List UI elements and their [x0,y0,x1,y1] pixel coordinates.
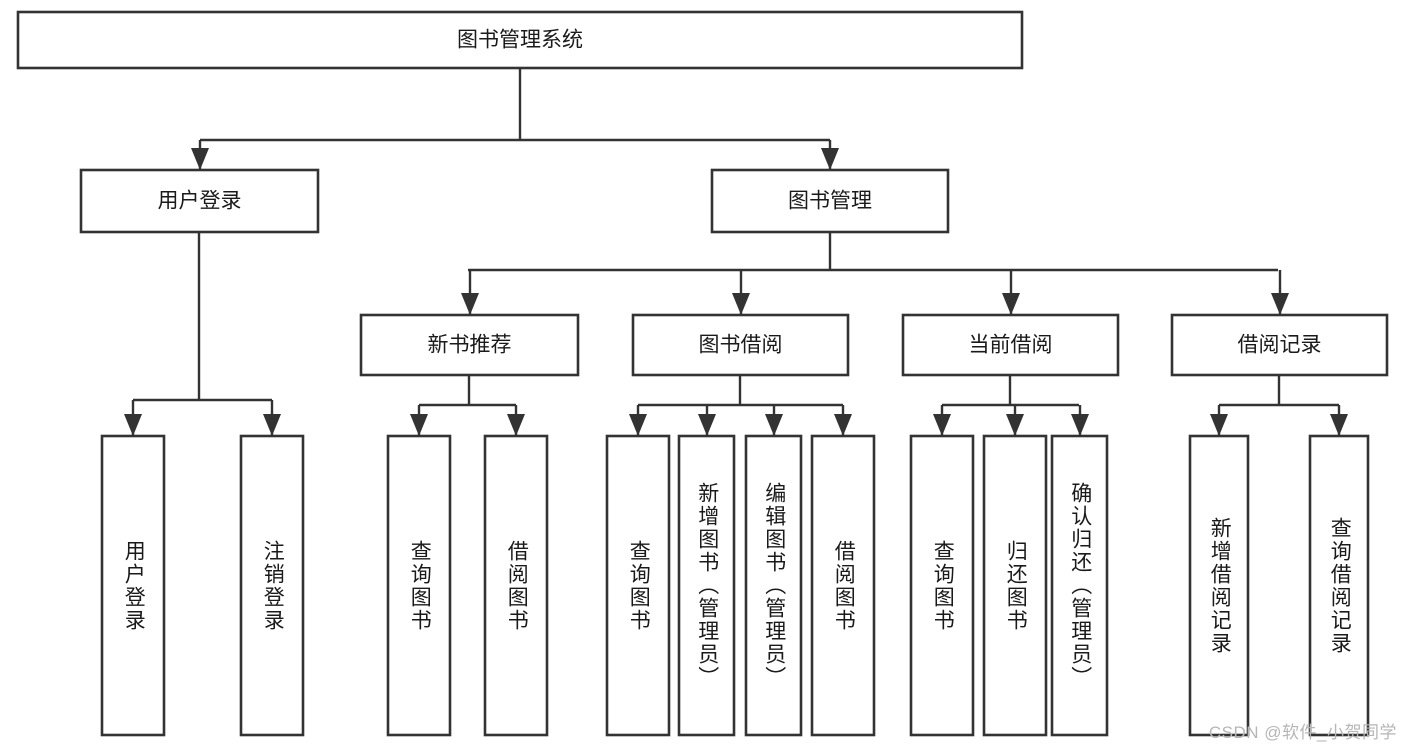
arrow-head-icon [461,293,479,315]
arrow-head-icon [765,414,783,436]
arrow-head-icon [263,414,281,436]
node-box-leaf-user-login[interactable] [100,434,166,737]
arrow-head-icon [1330,414,1348,436]
node-label-book-borrow: 图书借阅 [699,334,783,357]
arrow-head-icon [821,148,839,170]
arrow-head-icon [629,414,647,436]
node-box-leaf-query-borrow-record[interactable] [1308,434,1370,737]
arrow-head-icon [1071,414,1089,436]
arrow-head-icon [1002,293,1020,315]
node-label-new-book-rec: 新书推荐 [428,334,512,357]
arrow-head-icon [1006,414,1024,436]
node-label-user-login: 用户登录 [158,190,242,213]
node-label-root: 图书管理系统 [457,29,583,52]
node-box-leaf-return-book[interactable] [982,434,1048,737]
node-box-book-manage[interactable] [710,168,950,234]
node-label-current-borrow: 当前借阅 [969,334,1053,357]
node-box-new-book-rec[interactable] [359,313,580,377]
node-box-book-borrow[interactable] [631,313,850,377]
node-box-leaf-query-book-1[interactable] [386,434,452,737]
node-box-leaf-user-logout[interactable] [239,434,305,737]
node-box-user-login[interactable] [79,168,320,234]
arrow-head-icon [834,414,852,436]
node-box-leaf-borrow-book-2[interactable] [810,434,876,737]
watermark: CSDN @软件_小贺同学 [1208,723,1397,742]
node-box-leaf-confirm-return-admin[interactable] [1050,434,1109,737]
node-box-leaf-add-borrow-record[interactable] [1188,434,1250,737]
node-box-leaf-query-book-3[interactable] [909,434,975,737]
node-box-current-borrow[interactable] [901,313,1120,377]
arrow-head-icon [933,414,951,436]
arrow-head-icon [124,414,142,436]
connectors-layer [124,68,1348,436]
node-box-leaf-add-book-admin[interactable] [677,434,736,737]
arrow-head-icon [698,414,716,436]
boxes-layer [16,10,1389,737]
node-box-root[interactable] [16,10,1024,70]
arrow-head-icon [1210,414,1228,436]
node-label-book-manage: 图书管理 [788,190,872,213]
arrow-head-icon [1271,293,1289,315]
node-box-borrow-record[interactable] [1170,313,1389,377]
arrow-head-icon [191,148,209,170]
node-box-leaf-query-book-2[interactable] [605,434,671,737]
arrow-head-icon [507,414,525,436]
node-box-leaf-edit-book-admin[interactable] [744,434,803,737]
arrow-head-icon [732,293,750,315]
arrow-head-icon [410,414,428,436]
node-label-borrow-record: 借阅记录 [1238,334,1322,357]
node-box-leaf-borrow-book-1[interactable] [483,434,549,737]
